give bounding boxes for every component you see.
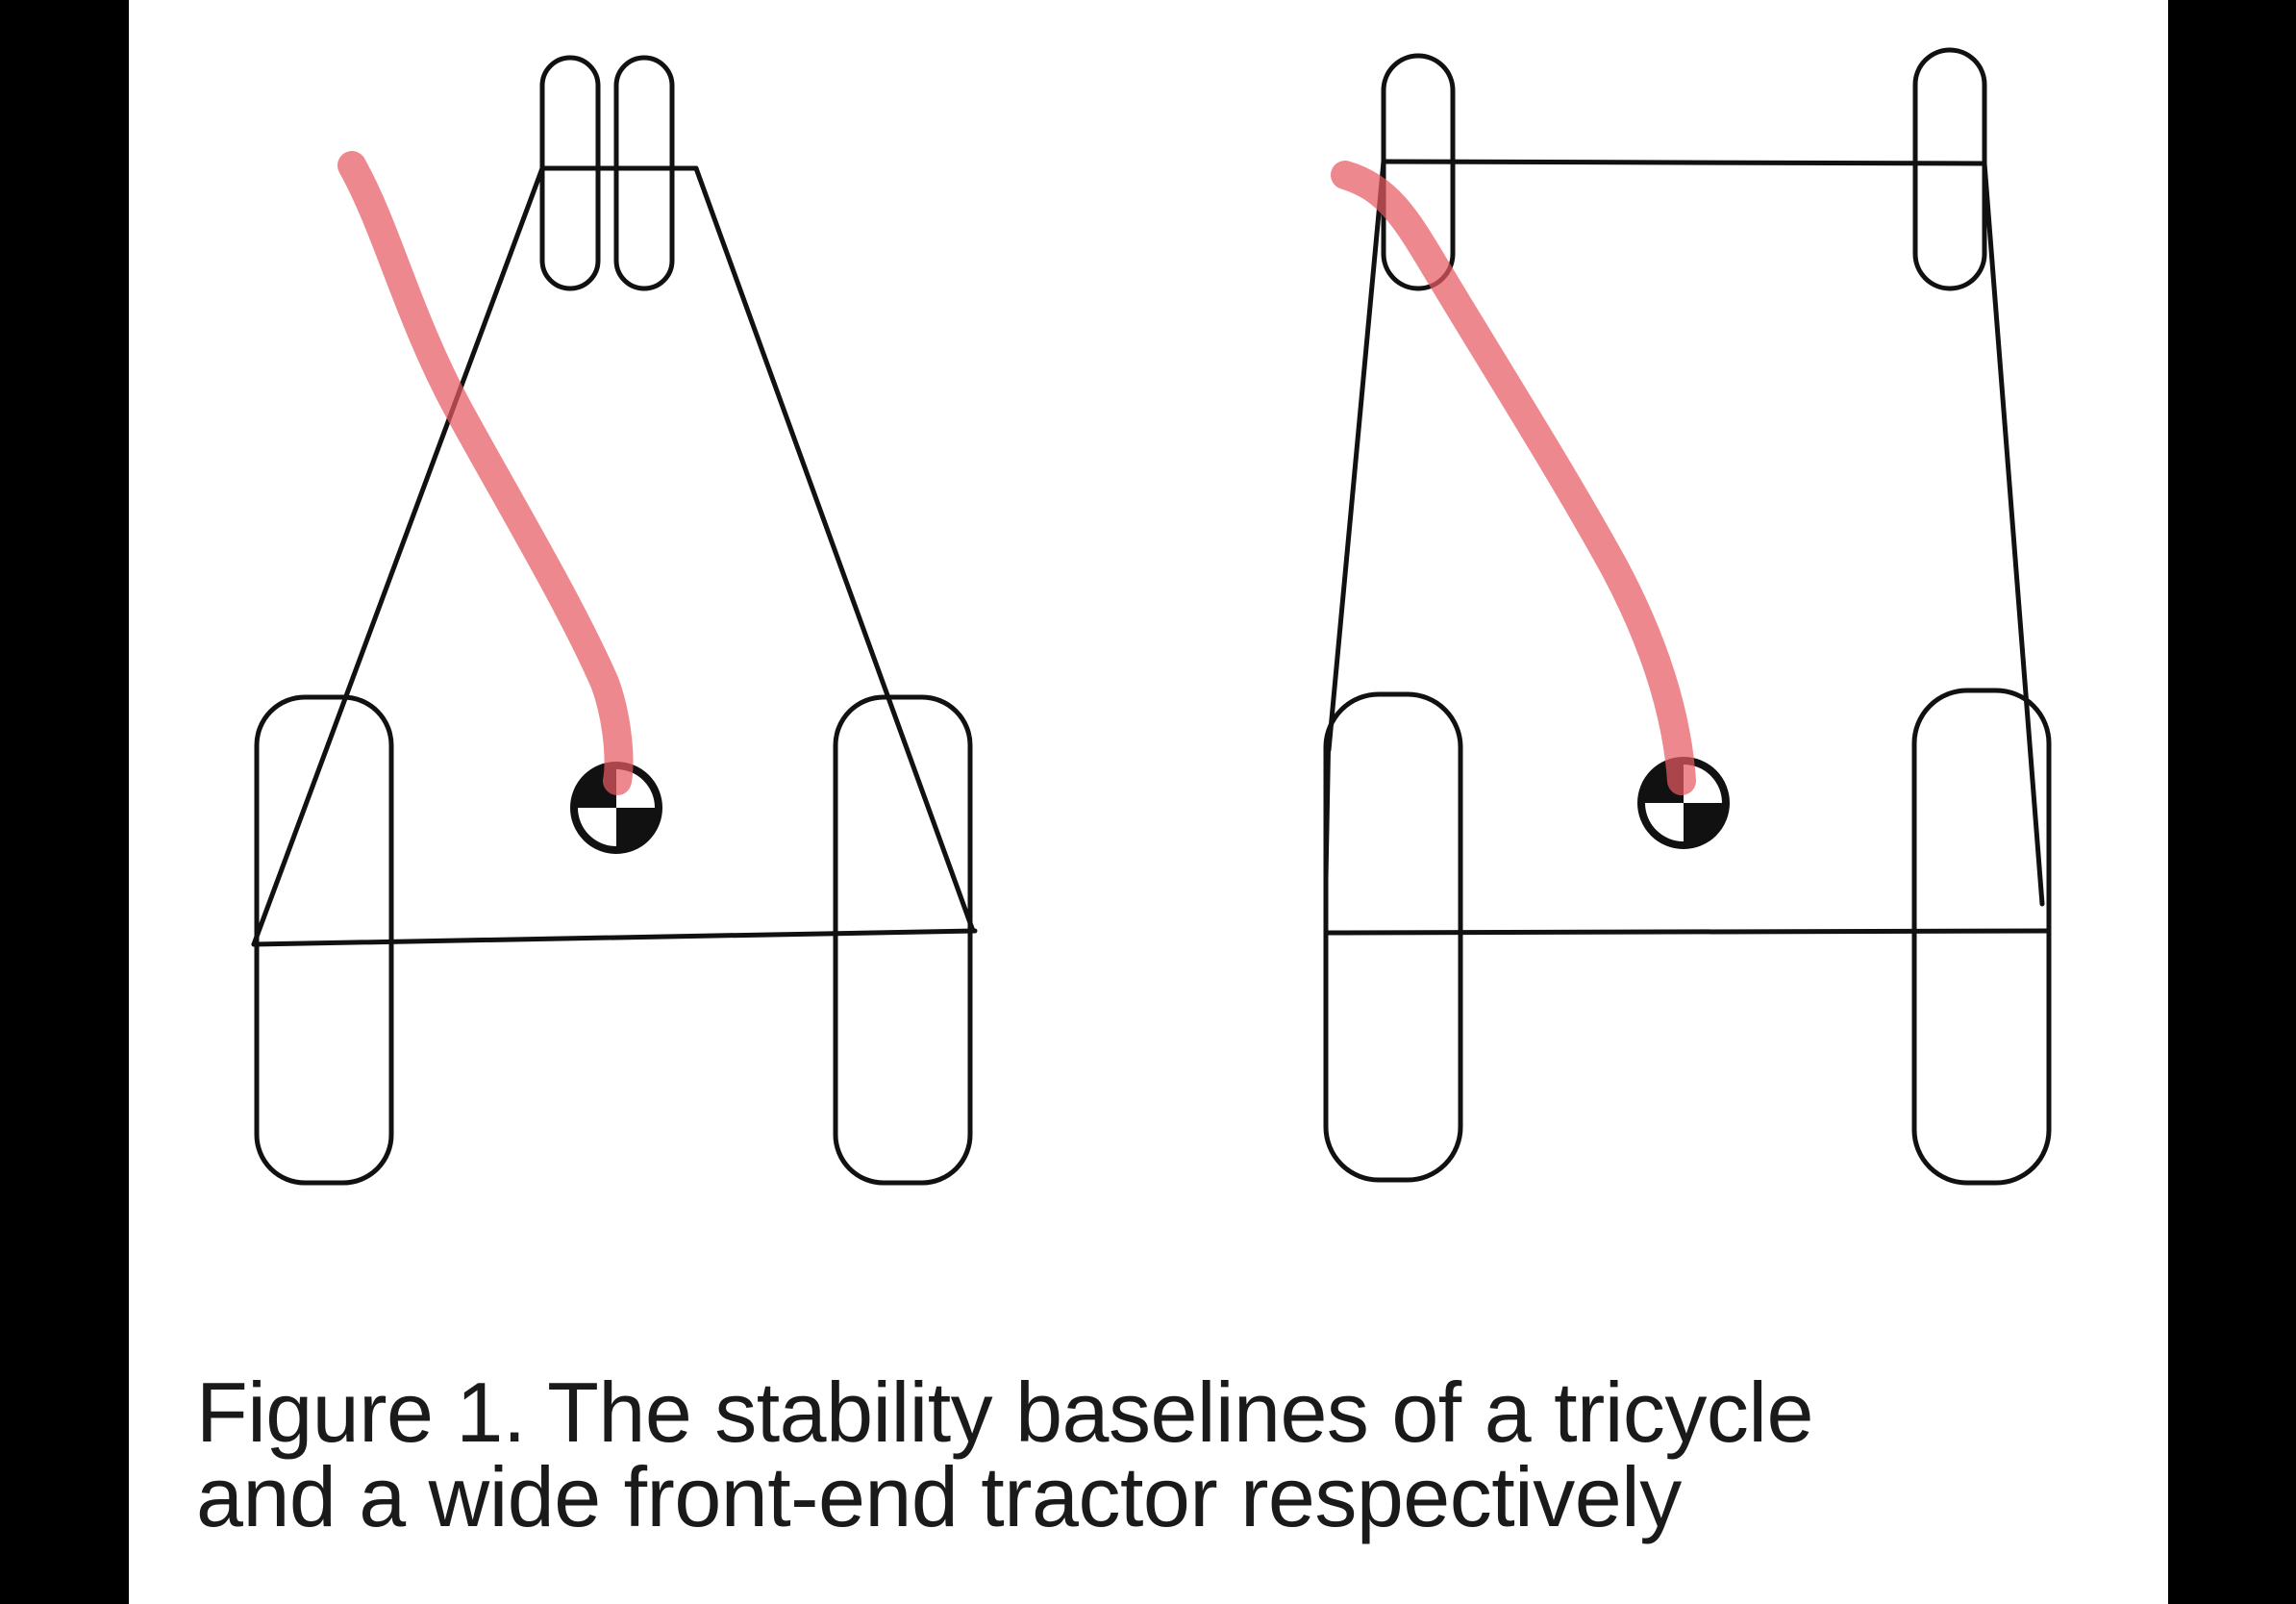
tricycle-stability-baseline-left bbox=[251, 165, 545, 947]
tricycle-stability-baseline-right bbox=[693, 165, 976, 934]
caption-line-1: Figure 1. The stability baselines of a t… bbox=[196, 1365, 1813, 1460]
tricycle-tractor bbox=[251, 55, 978, 1186]
tricycle-marker-stroke bbox=[337, 151, 634, 795]
tricycle-front-wheel-right bbox=[613, 55, 675, 291]
document-page: Figure 1. The stability baselines of a t… bbox=[129, 0, 2168, 1604]
wide-rear-axle bbox=[1323, 928, 2052, 936]
wide-rear-wheel-right bbox=[1911, 688, 2052, 1186]
wide-left-side-extension bbox=[1324, 748, 1331, 906]
caption-line-2: and a wide front-end tractor respectivel… bbox=[196, 1449, 1682, 1544]
figure-caption: Figure 1. The stability baselines of a t… bbox=[196, 1370, 2119, 1540]
tricycle-rear-axle bbox=[251, 928, 978, 947]
wide-marker-stroke bbox=[1331, 161, 1696, 795]
wide-front-axle bbox=[1381, 159, 1987, 166]
wide-rear-wheel-left bbox=[1323, 691, 1463, 1183]
wide-front-tractor bbox=[1323, 47, 2052, 1186]
tricycle-rear-wheel-right bbox=[833, 694, 973, 1186]
wide-stability-baseline-right bbox=[1982, 161, 2045, 907]
wide-stability-baseline-left bbox=[1326, 159, 1386, 753]
center-of-gravity-icon bbox=[570, 762, 662, 854]
stability-diagram bbox=[251, 47, 2052, 1186]
wide-front-wheel-right bbox=[1912, 47, 1987, 291]
tricycle-front-wheel-left bbox=[539, 55, 601, 291]
